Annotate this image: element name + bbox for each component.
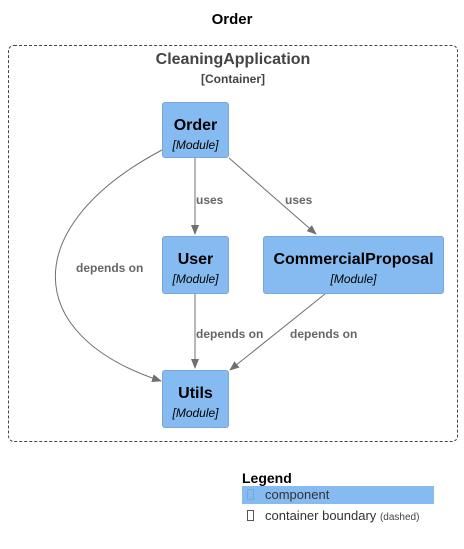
boundary-swatch-icon (247, 510, 254, 521)
legend-item-container-boundary: container boundary (dashed) (242, 507, 434, 525)
node-user-name: User (177, 251, 214, 268)
legend-item-note: (dashed) (379, 512, 420, 523)
edge-label-user-utils: depends on (196, 327, 264, 341)
edge-label-order-utils: depends on (76, 261, 144, 275)
component-swatch-icon (247, 489, 254, 500)
node-commercial-proposal-name: CommercialProposal (273, 251, 434, 268)
node-user-type: [Module] (172, 272, 219, 286)
edge-commercial-utils (229, 293, 326, 371)
node-utils-name: Utils (178, 385, 213, 402)
edge-label-order-user: uses (196, 193, 224, 207)
node-commercial-proposal-type: [Module] (330, 272, 377, 286)
node-order[interactable]: Order [Module] (162, 102, 229, 158)
node-utils[interactable]: Utils [Module] (162, 370, 229, 428)
edge-order-utils (55, 149, 163, 383)
edge-label-order-commercial: uses (285, 193, 313, 207)
legend-item-label: container boundary (265, 508, 377, 523)
legend-item-label: component (265, 487, 330, 502)
boundary-name: CleaningApplication (155, 51, 311, 68)
node-user[interactable]: User [Module] (162, 236, 229, 294)
boundary-type: [Container] (201, 72, 265, 86)
node-order-name: Order (173, 117, 218, 134)
legend-item-component: component (242, 486, 434, 504)
edge-order-commercial (228, 157, 317, 235)
legend-title: Legend (242, 470, 292, 486)
node-commercial-proposal[interactable]: CommercialProposal [Module] (263, 236, 444, 294)
node-order-type: [Module] (172, 138, 219, 152)
node-utils-type: [Module] (172, 406, 219, 420)
edge-label-commercial-utils: depends on (290, 327, 358, 341)
diagram-title: Order (211, 11, 253, 28)
container-boundary (8, 45, 458, 442)
